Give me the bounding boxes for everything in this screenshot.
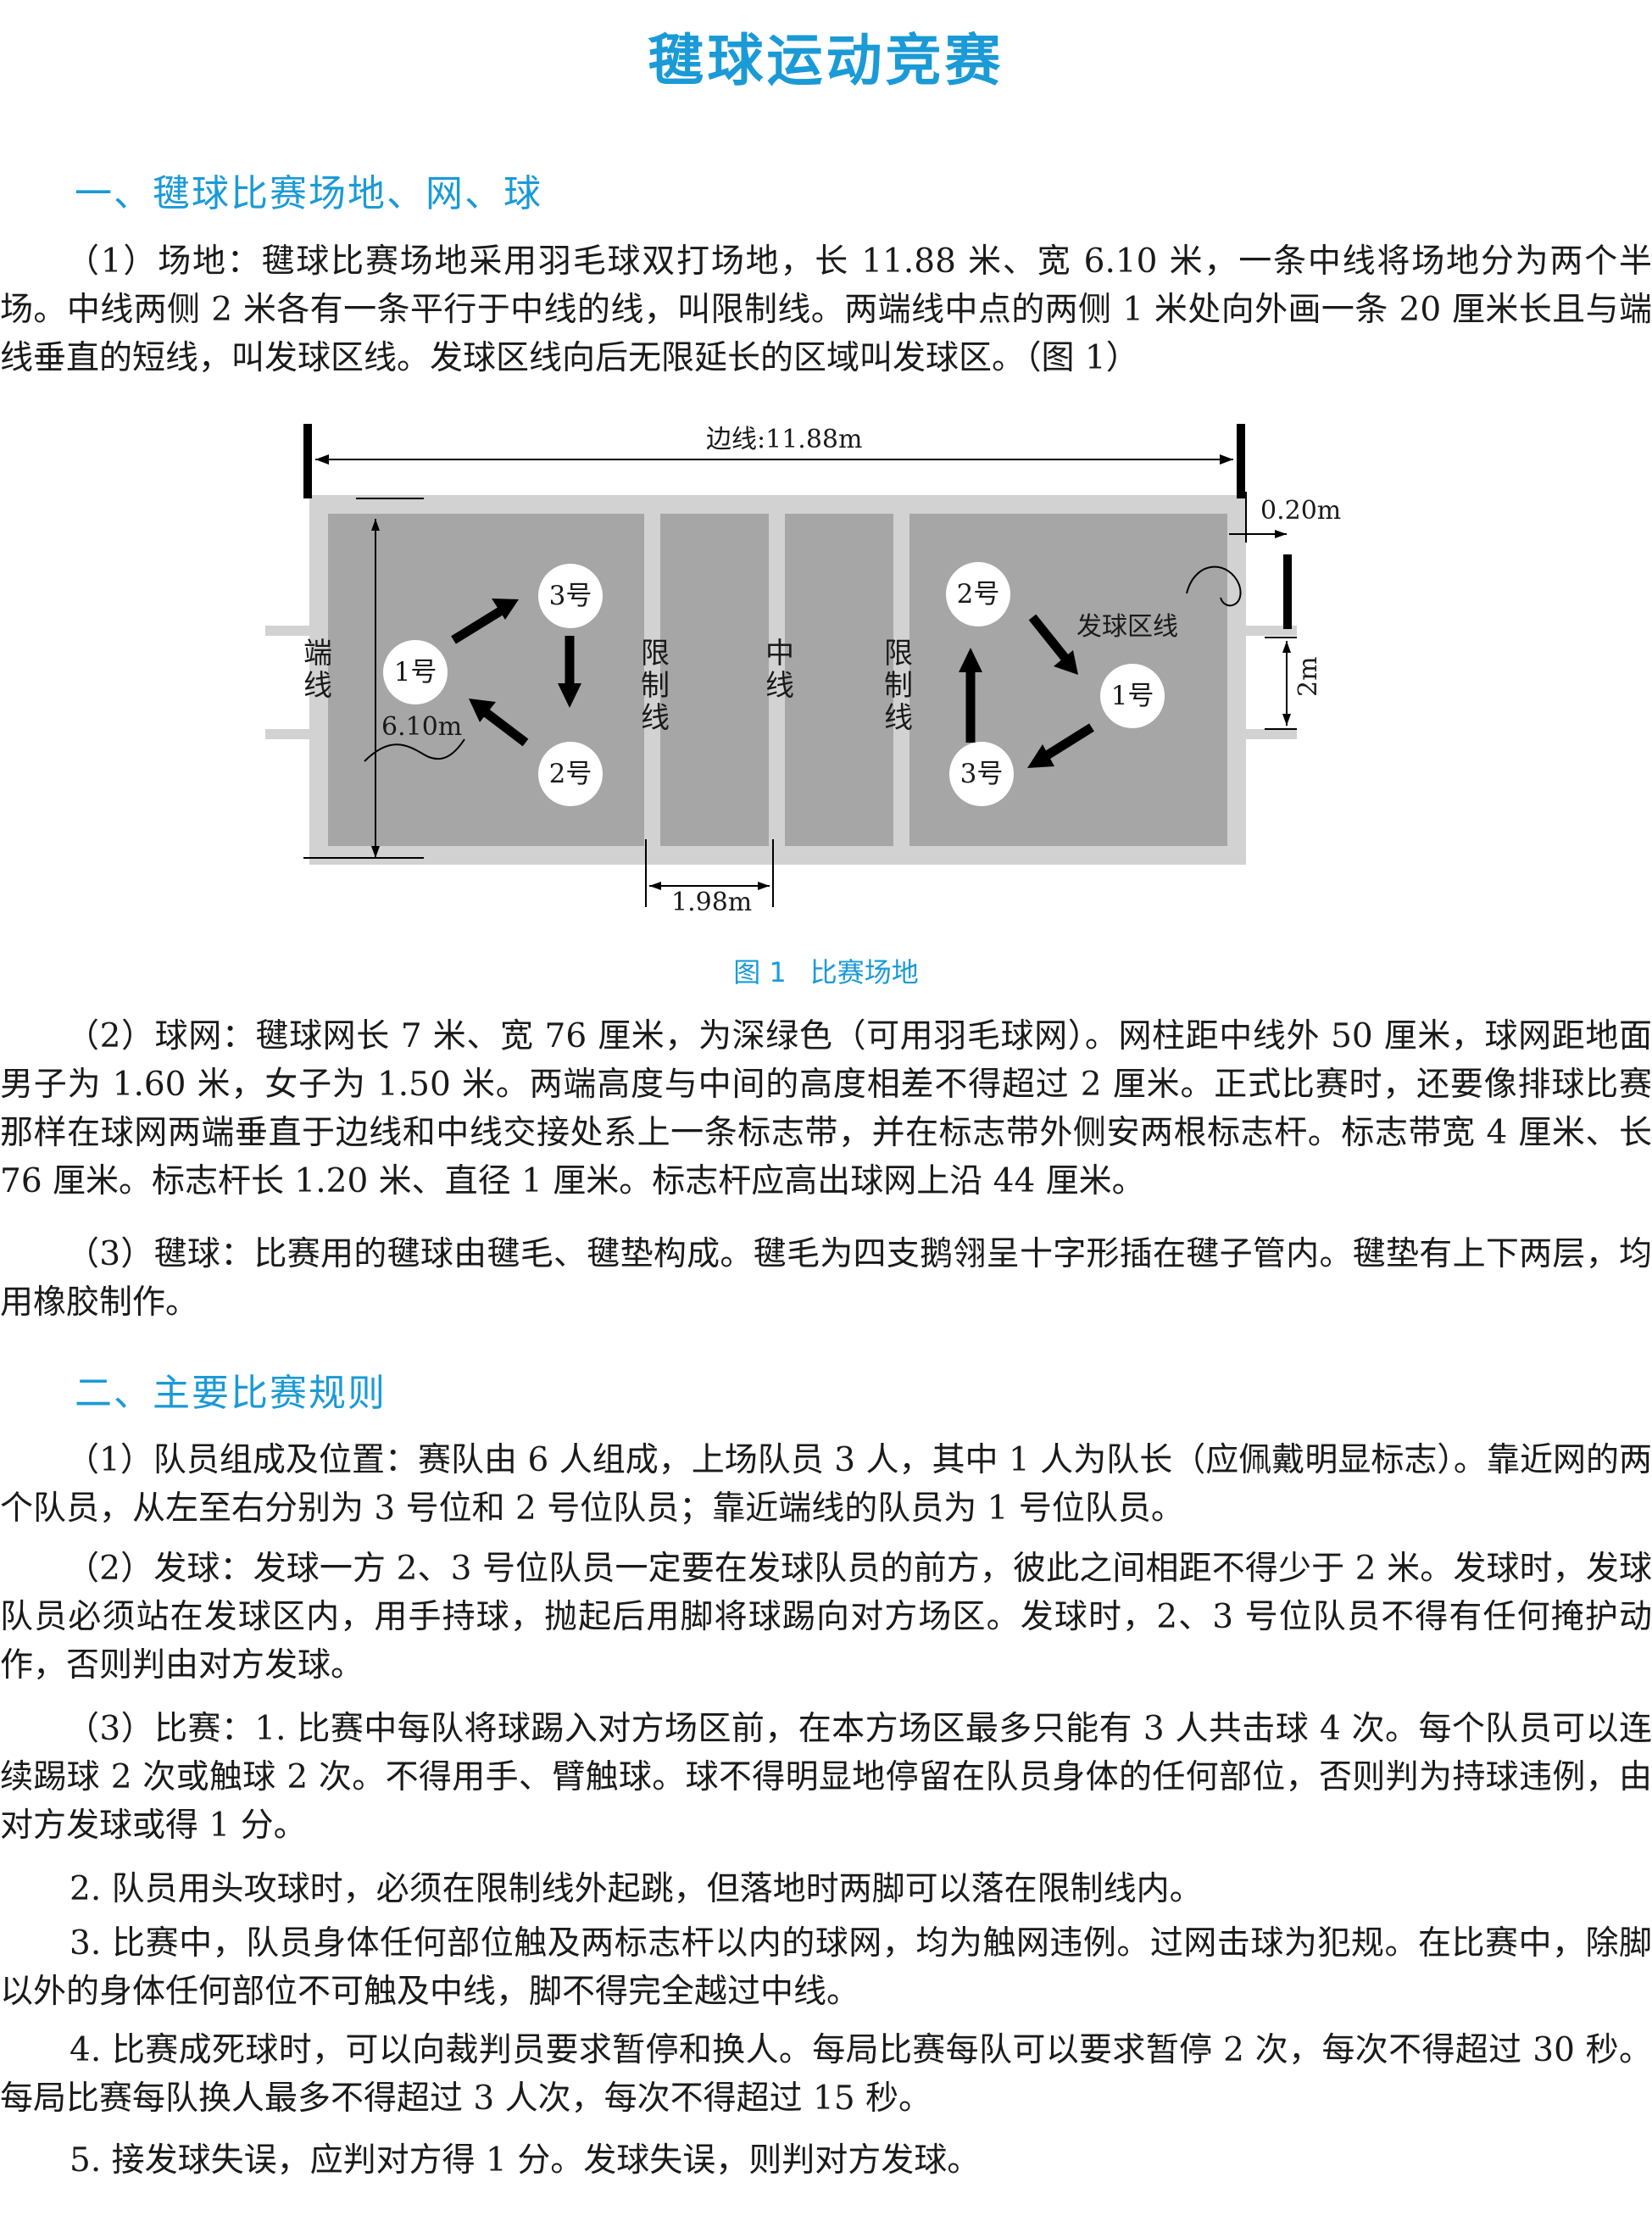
- section-heading-venue: 一、毽球比赛场地、网、球: [75, 172, 542, 215]
- paragraph-shuttlecock: （3）毽球：比赛用的毽球由毽毛、毽垫构成。毽毛为四支鹅翎呈十字形插在毽子管内。毽…: [0, 1235, 1652, 1322]
- center-line-label: 中线: [765, 637, 794, 703]
- paragraph-serve: （2）发球：发球一方 2、3 号位队员一定要在发球队员的前方，彼此之间相距不得少…: [0, 1550, 1652, 1684]
- sideline-end-bar-left: [303, 424, 312, 498]
- end-line-label: 端线: [303, 637, 332, 703]
- player-left-2: 2号: [538, 742, 603, 806]
- court-svg: [265, 424, 1297, 907]
- restrict-line-label-right: 限制线: [884, 637, 913, 735]
- serve-gap-label: 2m: [1293, 656, 1323, 697]
- court-zone-left-front: [660, 514, 769, 846]
- player-left-3: 3号: [538, 564, 603, 628]
- serve-line-label: 发球区线: [1076, 612, 1178, 642]
- figure-caption: 图 1 比赛场地: [0, 951, 1652, 990]
- player-left-1: 1号: [383, 640, 448, 704]
- page-title: 毽球运动竞赛: [648, 28, 1004, 93]
- restrict-width-label: 1.98m: [671, 888, 753, 917]
- paragraph-rule-4: 4. 比赛成死球时，可以向裁判员要求暂停和换人。每局比赛每队可以要求暂停 2 次…: [0, 2031, 1652, 2118]
- player-right-1: 1号: [1100, 664, 1165, 728]
- arrow-left-1-to-3: [451, 604, 507, 644]
- paragraph-rule-3: 3. 比赛中，队员身体任何部位触及两标志杆以内的球网，均为触网违例。过网击球为犯…: [0, 1924, 1652, 2011]
- player-right-3: 3号: [949, 742, 1014, 806]
- player-right-2: 2号: [946, 562, 1010, 626]
- serve-marker-bar: [1283, 554, 1292, 629]
- paragraph-match: （3）比赛：1. 比赛中每队将球踢入对方场区前，在本方场区最多只能有 3 人共击…: [0, 1710, 1652, 1845]
- court-zone-right-back: [909, 514, 1227, 846]
- paragraph-net: （2）球网：毽球网长 7 米、宽 76 厘米，为深绿色（可用羽毛球网）。网柱距中…: [0, 1017, 1652, 1200]
- paragraph-rule-2: 2. 队员用头攻球时，必须在限制线外起跳，但落地时两脚可以落在限制线内。: [70, 1870, 1203, 1908]
- court-zone-right-front: [785, 514, 893, 846]
- arrow-left-2-to-1: [480, 706, 529, 747]
- figure-caption-text: 比赛场地: [809, 956, 919, 988]
- restrict-line-label-left: 限制线: [641, 637, 670, 735]
- sideline-length-label: 边线:11.88m: [706, 425, 863, 454]
- sideline-end-bar-right: [1237, 424, 1245, 498]
- paragraph-court: （1）场地：毽球比赛场地采用羽毛球双打场地，长 11.88 米、宽 6.10 米…: [0, 242, 1652, 377]
- court-width-label: 6.10m: [381, 712, 463, 742]
- figure-caption-number: 图 1: [733, 956, 787, 988]
- section-heading-rules: 二、主要比赛规则: [75, 1372, 387, 1415]
- paragraph-rule-5: 5. 接发球失误，应判对方得 1 分。发球失误，则判对方发球。: [70, 2141, 981, 2180]
- paragraph-team-positions: （1）队员组成及位置：赛队由 6 人组成，上场队员 3 人，其中 1 人为队长（…: [0, 1441, 1652, 1528]
- serve-line-length-label: 0.20m: [1260, 496, 1342, 526]
- arrow-right-1-to-3: [1042, 723, 1094, 761]
- arrow-right-2-to-1: [1028, 614, 1071, 663]
